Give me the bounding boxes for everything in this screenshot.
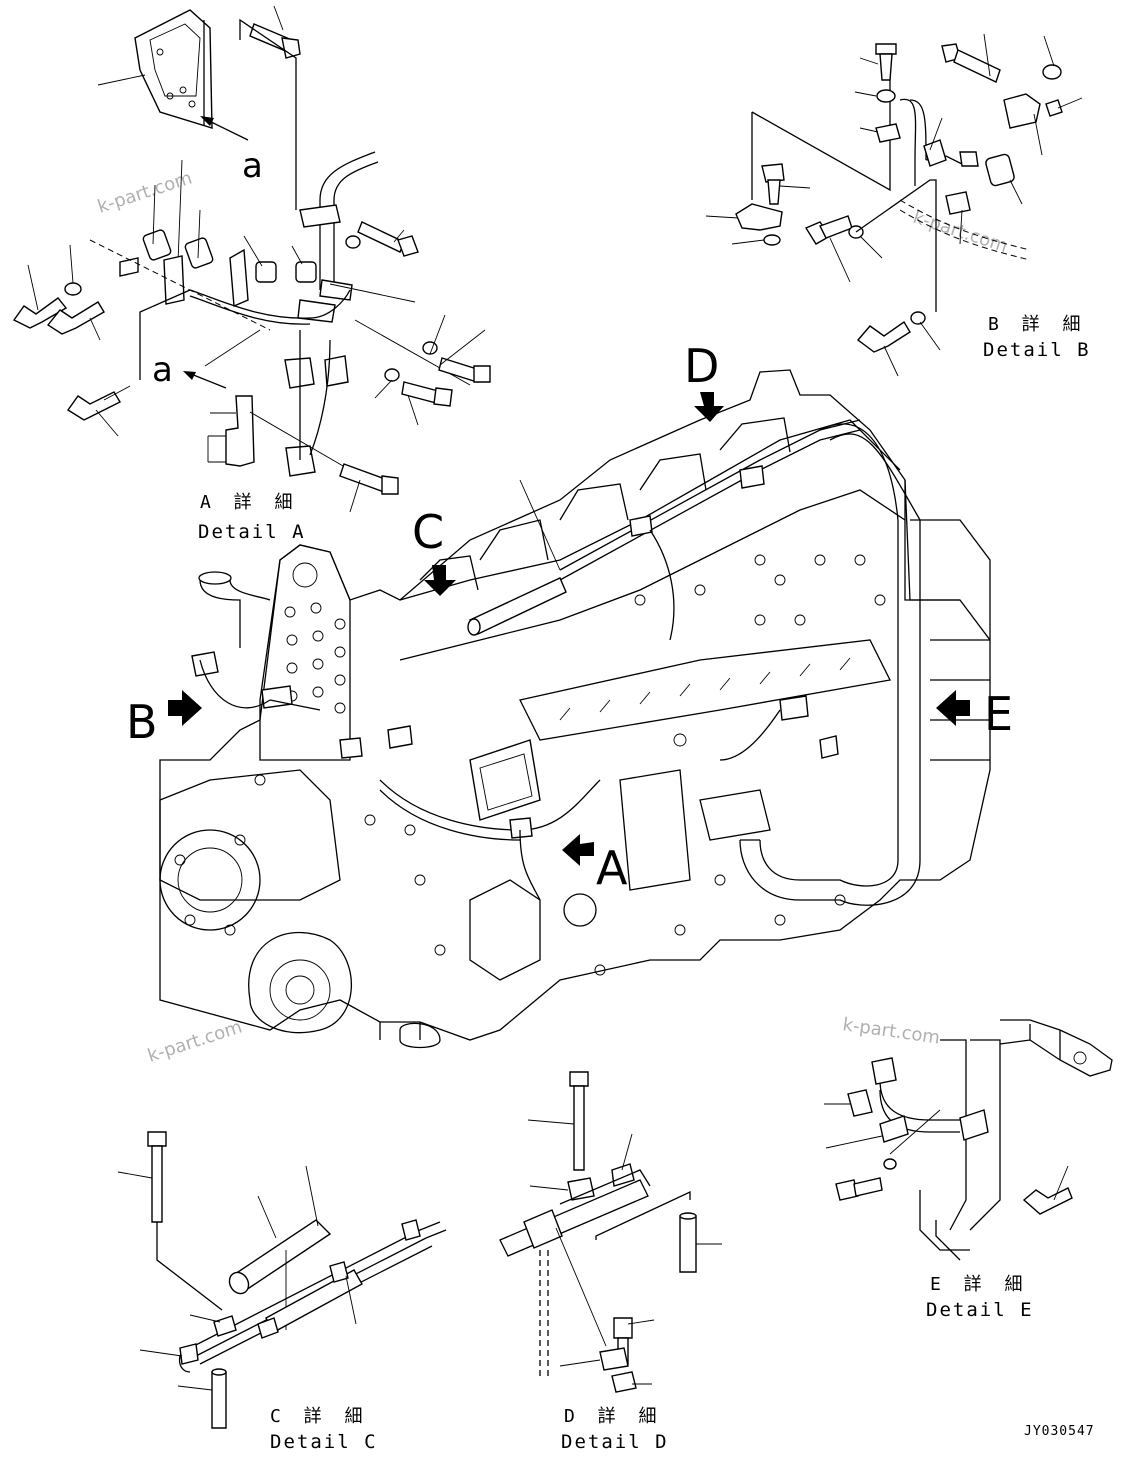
detail-c-jp: C 詳 細 — [270, 1406, 369, 1427]
detail-b-en: Detail B — [983, 339, 1091, 361]
detail-e-jp: E 詳 細 — [930, 1274, 1029, 1295]
detail-d-jp: D 詳 細 — [564, 1406, 663, 1427]
view-label-a-lower: a — [152, 350, 173, 390]
arrow-b — [168, 690, 202, 726]
arrow-e — [936, 690, 970, 726]
detail-b-jp: B 詳 細 — [988, 314, 1087, 335]
bracket-plate — [134, 9, 213, 129]
view-arrows: C D B E A — [126, 339, 1013, 895]
clamp — [299, 204, 341, 228]
detail-d-en: Detail D — [561, 1431, 669, 1453]
detail-c-group: C 詳 細 Detail C — [117, 1131, 447, 1453]
watermark-right: k-part.com — [841, 1014, 941, 1048]
drawing-code: JY030547 — [1024, 1424, 1095, 1439]
bolt — [46, 301, 105, 335]
bolt — [339, 463, 389, 493]
bolt — [357, 221, 405, 253]
detail-c-en: Detail C — [270, 1431, 378, 1453]
bolt — [66, 391, 121, 421]
view-label-b: B — [126, 695, 158, 749]
view-label-c: C — [412, 505, 444, 559]
detail-a-jp: A 詳 細 — [200, 492, 299, 513]
spacer — [142, 229, 172, 261]
bracket — [735, 203, 783, 231]
engine-block — [159, 369, 991, 1049]
detail-e-group: E 詳 細 Detail E — [824, 1019, 1113, 1321]
spacer — [184, 237, 214, 269]
detail-d-group: D 詳 細 Detail D — [499, 1071, 722, 1453]
detail-e-en: Detail E — [926, 1299, 1034, 1321]
watermark-mid-left: k-part.com — [145, 1016, 245, 1066]
arrow-c — [424, 565, 456, 596]
view-label-a-upper: a — [242, 146, 263, 186]
detail-b-group: B 詳 細 Detail B — [705, 33, 1091, 377]
bolt — [12, 297, 68, 329]
detail-a-en: Detail A — [198, 521, 306, 543]
bracket — [225, 395, 255, 467]
clamp — [319, 279, 353, 301]
spacer — [985, 153, 1015, 187]
washer — [64, 282, 82, 296]
arrow-a — [562, 834, 594, 866]
spacer — [295, 261, 317, 283]
view-label-d: D — [684, 339, 719, 393]
detail-a-group: a — [12, 5, 491, 543]
clamp — [1003, 93, 1041, 129]
view-label-a: A — [596, 841, 628, 895]
view-label-e: E — [984, 687, 1013, 741]
spacer — [255, 261, 277, 283]
arrow-d — [694, 392, 724, 422]
